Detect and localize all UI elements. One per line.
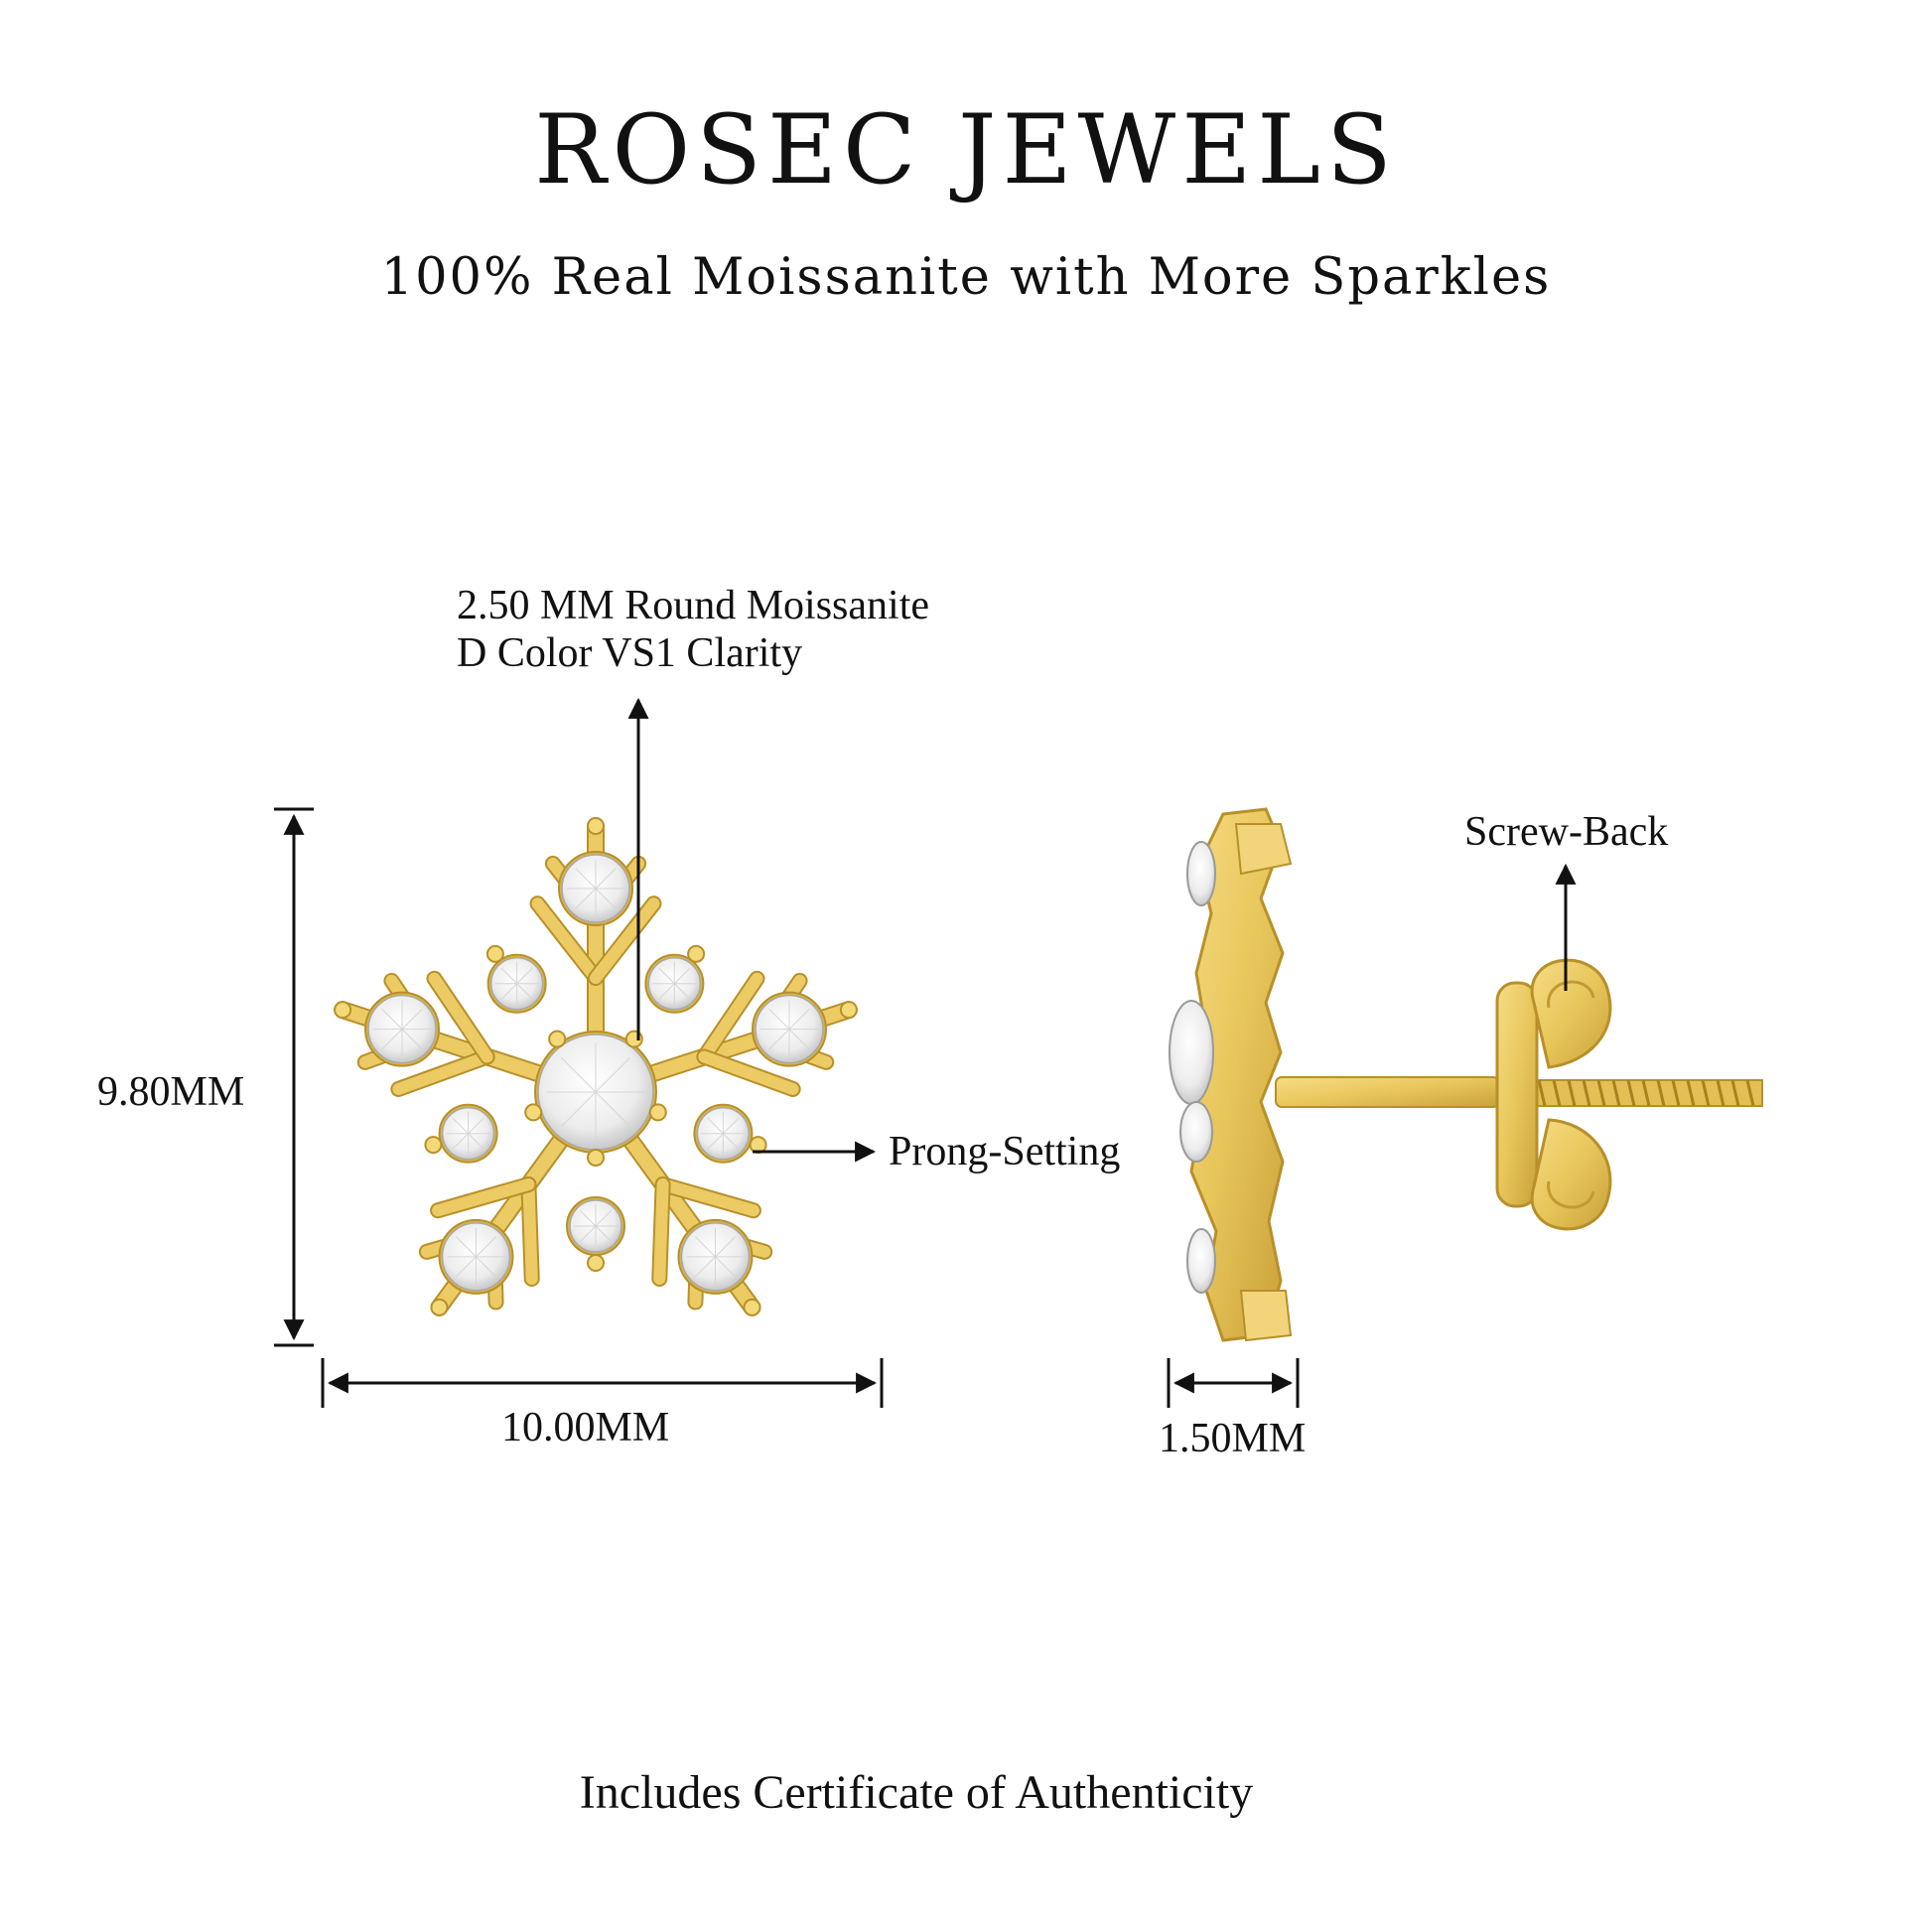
depth-label: 1.50MM [1159, 1416, 1307, 1461]
certificate-note: Includes Certificate of Authenticity [579, 1766, 1254, 1819]
width-dimension-arrow [321, 1358, 884, 1408]
depth-dimension-arrow [1167, 1358, 1300, 1408]
width-label: 10.00MM [501, 1405, 670, 1450]
height-dimension-arrow [274, 807, 314, 1347]
height-label: 9.80MM [97, 1069, 245, 1115]
brand-tagline: 100% Real Moissanite with More Sparkles [380, 248, 1552, 307]
screw-back-label: Screw-Back [1464, 809, 1669, 855]
snowflake-earring-front-icon [334, 817, 858, 1316]
brand-title: ROSEC JEWELS [534, 94, 1398, 206]
prong-setting-label: Prong-Setting [889, 1129, 1121, 1174]
stone-spec-line2: D Color VS1 Clarity [457, 630, 803, 676]
stone-spec-line1: 2.50 MM Round Moissanite [457, 583, 930, 628]
earring-side-view-icon [1169, 807, 1763, 1342]
